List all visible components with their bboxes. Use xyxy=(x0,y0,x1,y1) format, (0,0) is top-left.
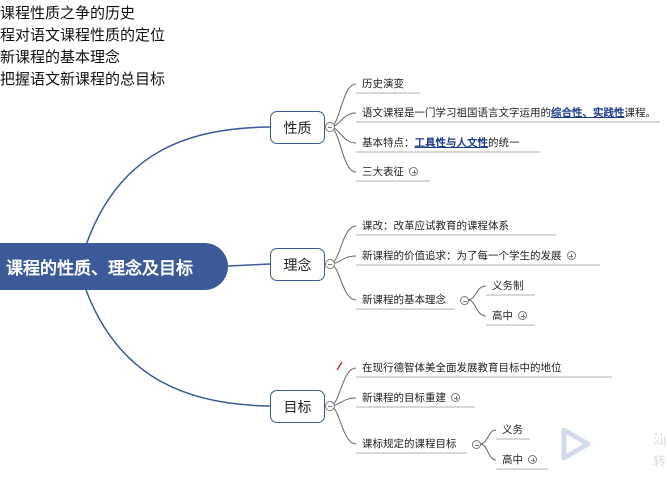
leaf-standard-text: 课标规定的课程目标 xyxy=(362,438,457,450)
logo-watermark-icon xyxy=(561,428,591,461)
leaf-compulsory-system[interactable]: 义务制 xyxy=(492,279,524,293)
leaf-mubiao-high[interactable]: 高中 xyxy=(502,453,537,467)
connector-mubiao-standard xyxy=(329,405,357,445)
leaf-history[interactable]: 历史演变 xyxy=(362,77,404,91)
top-note-1: 课程性质之争的历史 xyxy=(0,4,136,22)
collapse-xingzhi-icon[interactable] xyxy=(325,122,335,132)
watermark-char-1: 汕 xyxy=(653,433,667,448)
leaf-course-prefix: 语文课程是一门学习祖国语言文字运用的 xyxy=(362,107,551,119)
expand-plus-icon[interactable] xyxy=(451,393,460,402)
expand-plus-icon[interactable] xyxy=(566,251,576,260)
branch-mubiao-label: 目标 xyxy=(283,399,312,416)
branch-xingzhi[interactable]: 性质 xyxy=(270,111,325,144)
pen-annotation-icon xyxy=(336,361,343,371)
top-notes: 课程性质之争的历史 程对语文课程性质的定位 新课程的基本理念 把握语文新课程的总… xyxy=(0,2,200,90)
leaf-mubiao-high-text: 高中 xyxy=(502,454,523,466)
connector-standard-high xyxy=(479,443,497,461)
top-note-4: 把握语文新课程的总目标 xyxy=(0,70,166,88)
leaf-high-school[interactable]: 高中 xyxy=(492,309,527,323)
connector-mubiao-position xyxy=(329,367,357,407)
leaf-traits-prefix: 基本特点： xyxy=(362,137,415,149)
leaf-compulsory-text: 义务制 xyxy=(492,280,524,292)
connector-linian-reform xyxy=(329,225,357,265)
leaf-mubiao-compulsory-text: 义务 xyxy=(502,424,523,436)
connector-basic-high xyxy=(467,299,487,317)
leaf-basic-text: 新课程的基本理念 xyxy=(362,294,446,306)
leaf-basic-concept[interactable]: 新课程的基本理念 xyxy=(362,293,446,307)
expand-plus-icon[interactable] xyxy=(518,311,527,320)
branch-xingzhi-label: 性质 xyxy=(283,120,312,137)
leaf-position-text: 在现行德智体美全面发展教育目标中的地位 xyxy=(362,362,562,374)
top-note-2: 程对语文课程性质的定位 xyxy=(0,26,166,44)
top-note-3: 新课程的基本理念 xyxy=(0,48,121,66)
collapse-linian-icon[interactable] xyxy=(325,259,335,269)
connector-root-mubiao xyxy=(85,289,271,407)
expand-plus-icon[interactable] xyxy=(528,455,537,464)
collapse-standard-goals-icon[interactable] xyxy=(472,440,481,449)
leaf-position[interactable]: 在现行德智体美全面发展教育目标中的地位 xyxy=(362,361,562,375)
leaf-basic-traits[interactable]: 基本特点：工具性与人文性的统一 xyxy=(362,136,520,150)
collapse-mubiao-icon[interactable] xyxy=(325,401,335,411)
leaf-rebuild-text: 新课程的目标重建 xyxy=(362,392,446,404)
watermark-text: 汕 转 xyxy=(653,430,667,474)
leaf-three-signs[interactable]: 三大表征 xyxy=(362,165,418,179)
leaf-value-pursuit[interactable]: 新课程的价值追求：为了每一个学生的发展 xyxy=(362,249,576,263)
leaf-course-suffix: 课程。 xyxy=(624,107,657,119)
leaf-standard-goals[interactable]: 课标规定的课程目标 xyxy=(362,437,457,451)
leaf-traits-suffix: 的统一 xyxy=(488,137,520,149)
leaf-history-text: 历史演变 xyxy=(362,78,404,90)
leaf-course-definition[interactable]: 语文课程是一门学习祖国语言文字运用的综合性、实践性课程。 xyxy=(362,106,656,120)
leaf-signs-text: 三大表征 xyxy=(362,166,404,178)
connector-basic-compulsory xyxy=(467,285,487,301)
leaf-traits-highlight: 工具性与人文性 xyxy=(414,137,489,149)
connector-root-xingzhi xyxy=(85,126,271,246)
leaf-reform[interactable]: 课改：改革应试教育的课程体系 xyxy=(362,219,509,233)
connector-xingzhi-signs xyxy=(329,126,357,173)
connector-root-linian xyxy=(227,263,271,267)
watermark-char-2: 转 xyxy=(653,455,667,470)
leaf-goal-rebuild[interactable]: 新课程的目标重建 xyxy=(362,391,460,405)
branch-linian-label: 理念 xyxy=(283,257,312,274)
collapse-basic-concept-icon[interactable] xyxy=(460,296,469,305)
connector-linian-basic xyxy=(329,263,357,301)
branch-linian[interactable]: 理念 xyxy=(270,248,325,281)
root-node[interactable]: 课程的性质、理念及目标 xyxy=(0,243,228,290)
branch-mubiao[interactable]: 目标 xyxy=(270,390,325,423)
leaf-high-text: 高中 xyxy=(492,310,513,322)
expand-plus-icon[interactable] xyxy=(409,167,418,176)
leaf-reform-text: 课改：改革应试教育的课程体系 xyxy=(362,220,509,232)
leaf-compulsory[interactable]: 义务 xyxy=(502,423,523,437)
connector-xingzhi-history xyxy=(329,83,357,128)
leaf-course-highlight: 综合性、实践性 xyxy=(551,107,625,119)
connector-standard-compulsory xyxy=(479,429,497,445)
leaf-value-text: 新课程的价值追求：为了每一个学生的发展 xyxy=(362,250,562,262)
